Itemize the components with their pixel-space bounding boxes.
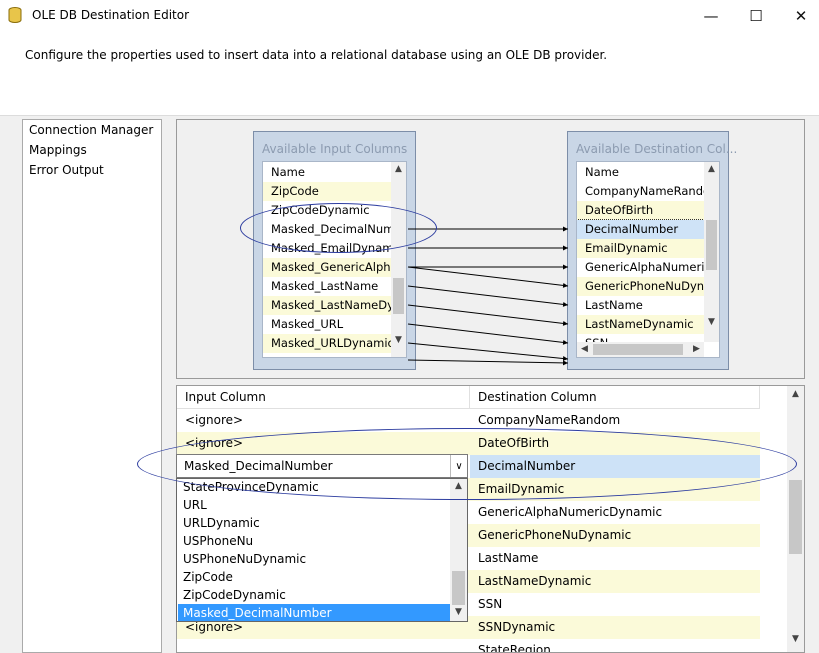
dropdown-option[interactable]: USPhoneNu [183,534,254,548]
dropdown-scrollbar[interactable]: ▲ ▼ [450,479,467,621]
scroll-down-icon[interactable]: ▼ [708,317,715,327]
grid-destination-cell[interactable]: StateRegion [470,639,760,652]
minimize-icon: — [703,6,719,25]
grid-destination-cell[interactable]: DateOfBirth [470,432,760,455]
close-icon: ✕ [794,6,808,25]
header-description: Configure the properties used to insert … [25,48,608,62]
grid-destination-cell[interactable]: CompanyNameRandom [470,409,760,432]
destination-columns-list: Name CompanyNameRandom DateOfBirth Decim… [576,161,720,358]
input-column-row[interactable]: Masked_DecimalNum... [271,222,393,236]
input-columns-list: Name ZipCode ZipCodeDynamic Masked_Decim… [262,161,407,358]
grid-destination-cell[interactable]: DecimalNumber [470,455,760,478]
mapping-line[interactable] [407,304,569,326]
header-panel: Configure the properties used to insert … [0,31,819,116]
grid-destination-cell[interactable]: GenericPhoneNuDynamic [470,524,760,547]
maximize-button[interactable]: ☐ [733,0,779,31]
input-table-title: Available Input Columns [262,142,408,156]
destination-column-row[interactable]: DateOfBirth [577,201,706,220]
destination-list-scrollbar[interactable]: ▲ ▼ [704,162,719,342]
dropdown-option[interactable]: ZipCodeDynamic [183,588,286,602]
minimize-button[interactable]: — [688,0,734,31]
dropdown-option[interactable]: Masked_DecimalNumber [178,604,451,621]
input-column-row[interactable]: Masked_LastName [271,279,379,293]
grid-destination-cell[interactable]: SSNDynamic [470,616,760,639]
destination-column-row[interactable]: GenericAlphaNumeric... [585,260,706,274]
scroll-down-icon[interactable]: ▼ [395,335,402,345]
scroll-up-icon[interactable]: ▲ [455,481,462,491]
grid-scrollbar[interactable]: ▲ ▼ [787,386,804,652]
input-column-row[interactable]: ZipCode [263,182,393,201]
mapping-line[interactable] [407,359,569,366]
mapping-line[interactable] [407,323,569,345]
scroll-up-icon[interactable]: ▲ [395,164,402,174]
scroll-up-icon[interactable]: ▲ [792,389,799,399]
database-icon [8,7,22,23]
dropdown-option[interactable]: URL [183,498,207,512]
window-title: OLE DB Destination Editor [32,8,190,22]
combobox-value: Masked_DecimalNumber [184,459,333,473]
destination-list-hscrollbar[interactable]: ◀ ▶ [577,342,704,357]
destination-column-row[interactable]: GenericPhoneNuDyn... [577,277,706,296]
dropdown-option[interactable]: USPhoneNuDynamic [183,552,307,566]
input-column-row[interactable]: Masked_URLDynamic [263,334,393,353]
grid-input-cell[interactable] [177,639,470,652]
dropdown-option[interactable]: ZipCode [183,570,233,584]
nav-item-error-output[interactable]: Error Output [29,163,104,177]
mapping-canvas[interactable]: Available Input Columns Name ZipCode Zip… [176,119,805,379]
destination-column-row[interactable]: LastName [585,298,643,312]
grid-header-destination-column[interactable]: Destination Column [470,386,760,409]
destination-column-row[interactable]: LastNameDynamic [577,315,706,334]
scroll-thumb[interactable] [706,220,717,270]
page-nav: Connection Manager Mappings Error Output [22,119,162,653]
input-column-row[interactable]: Masked_LastNameDy... [263,296,393,315]
scroll-down-icon[interactable]: ▼ [455,607,462,617]
destination-column-row[interactable]: EmailDynamic [577,239,706,258]
scroll-thumb[interactable] [452,571,465,605]
input-column-combobox[interactable]: Masked_DecimalNumber ∨ [176,454,468,478]
mapping-line[interactable] [407,342,569,361]
dropdown-option[interactable]: URLDynamic [183,516,260,530]
input-column-row[interactable]: ZipCodeDynamic [271,203,370,217]
title-bar: OLE DB Destination Editor — ☐ ✕ [0,0,819,31]
grid-input-cell[interactable]: <ignore> [177,409,470,432]
chevron-down-icon[interactable]: ∨ [450,455,467,477]
scroll-up-icon[interactable]: ▲ [708,164,715,174]
grid-destination-cell[interactable]: GenericAlphaNumericDynamic [470,501,760,524]
input-list-scrollbar[interactable]: ▲ ▼ [391,162,406,357]
input-columns-table[interactable]: Available Input Columns Name ZipCode Zip… [253,131,416,370]
input-list-header: Name [271,165,305,179]
destination-list-header: Name [585,165,619,179]
destination-column-row[interactable]: DecimalNumber [577,219,707,240]
mapping-line[interactable] [407,285,569,307]
close-button[interactable]: ✕ [778,0,819,31]
input-column-row[interactable]: Masked_URL [271,317,344,331]
nav-item-connection-manager[interactable]: Connection Manager [29,123,154,137]
grid-header-input-column[interactable]: Input Column [177,386,470,409]
scroll-thumb[interactable] [593,344,683,355]
scroll-left-icon[interactable]: ◀ [581,344,588,354]
destination-columns-table[interactable]: Available Destination Col... Name Compan… [567,131,737,370]
input-column-row[interactable]: Masked_EmailDynamic [271,241,393,255]
grid-input-cell[interactable]: <ignore> [177,432,470,455]
scroll-down-icon[interactable]: ▼ [792,634,799,644]
dropdown-option[interactable]: StateProvinceDynamic [183,480,319,494]
grid-destination-cell[interactable]: LastNameDynamic [470,570,760,593]
scroll-right-icon[interactable]: ▶ [693,344,700,354]
mapping-lines [407,226,569,366]
mapping-line[interactable] [407,266,569,288]
destination-column-row[interactable]: CompanyNameRandom [585,184,706,198]
grid-destination-cell[interactable]: EmailDynamic [470,478,760,501]
destination-table-title: Available Destination Col... [576,142,738,156]
maximize-icon: ☐ [749,6,763,25]
grid-destination-cell[interactable]: LastName [470,547,760,570]
scroll-thumb[interactable] [789,480,802,554]
grid-destination-cell[interactable]: SSN [470,593,760,616]
scroll-thumb[interactable] [393,278,404,314]
nav-item-mappings[interactable]: Mappings [29,143,87,157]
input-column-row[interactable]: Masked_GenericAlph... [263,258,393,277]
